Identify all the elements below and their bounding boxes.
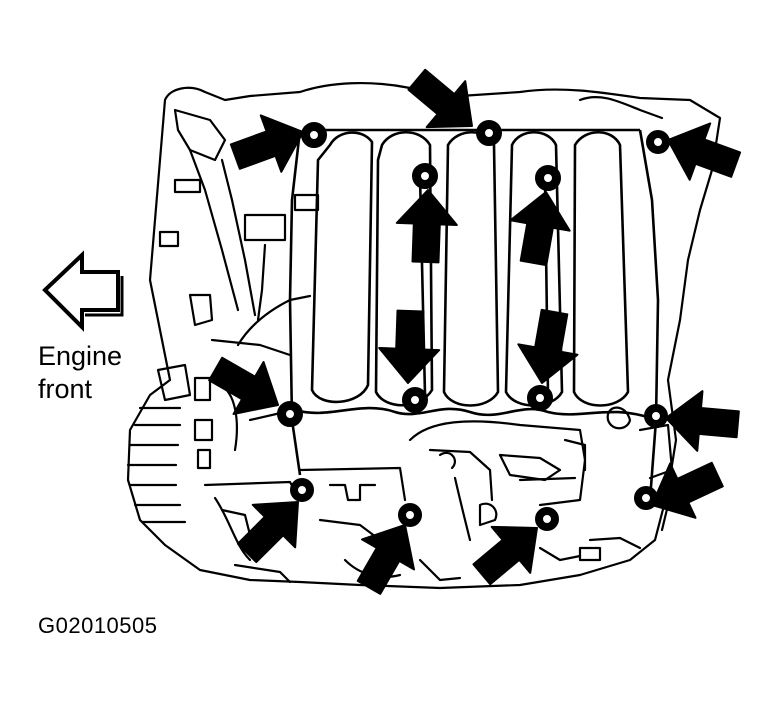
bolt-7	[527, 385, 553, 411]
engine-front-arrow-icon	[42, 250, 120, 332]
manifold-flange-left	[288, 129, 302, 476]
runner-4	[504, 131, 564, 407]
bolt-6	[402, 387, 428, 413]
engine-front-arrow-shadow	[85, 276, 124, 317]
bolt-9	[644, 404, 668, 428]
callout-arrow-5	[502, 185, 577, 270]
callout-arrow-3	[656, 110, 747, 194]
bolt-13	[634, 486, 658, 510]
callout-arrow-1	[224, 102, 315, 186]
runner-1	[310, 131, 374, 404]
bolt-11	[398, 503, 422, 527]
figure-id: G02010505	[38, 613, 158, 638]
bolt-1	[301, 122, 327, 148]
engine-front-label-line1: Engine	[38, 341, 123, 371]
callout-arrow-4	[394, 187, 459, 265]
bolt-12	[535, 507, 559, 531]
engine-outline	[126, 82, 722, 590]
bolt-2	[476, 120, 502, 146]
runner-5	[572, 131, 630, 407]
plenum-bottom	[294, 406, 651, 420]
engine-front-label-line2: front	[38, 374, 93, 404]
manifold-flange-right	[638, 129, 660, 501]
bolt-5	[535, 165, 561, 191]
bolt-4	[412, 163, 438, 189]
runner-3	[442, 131, 500, 407]
bolt-8	[277, 401, 303, 427]
intake-runners	[288, 128, 660, 501]
engine-front-label: Engine front	[38, 340, 122, 406]
runner-2	[374, 131, 434, 407]
bolt-3	[646, 130, 670, 154]
bolt-10	[290, 478, 314, 502]
